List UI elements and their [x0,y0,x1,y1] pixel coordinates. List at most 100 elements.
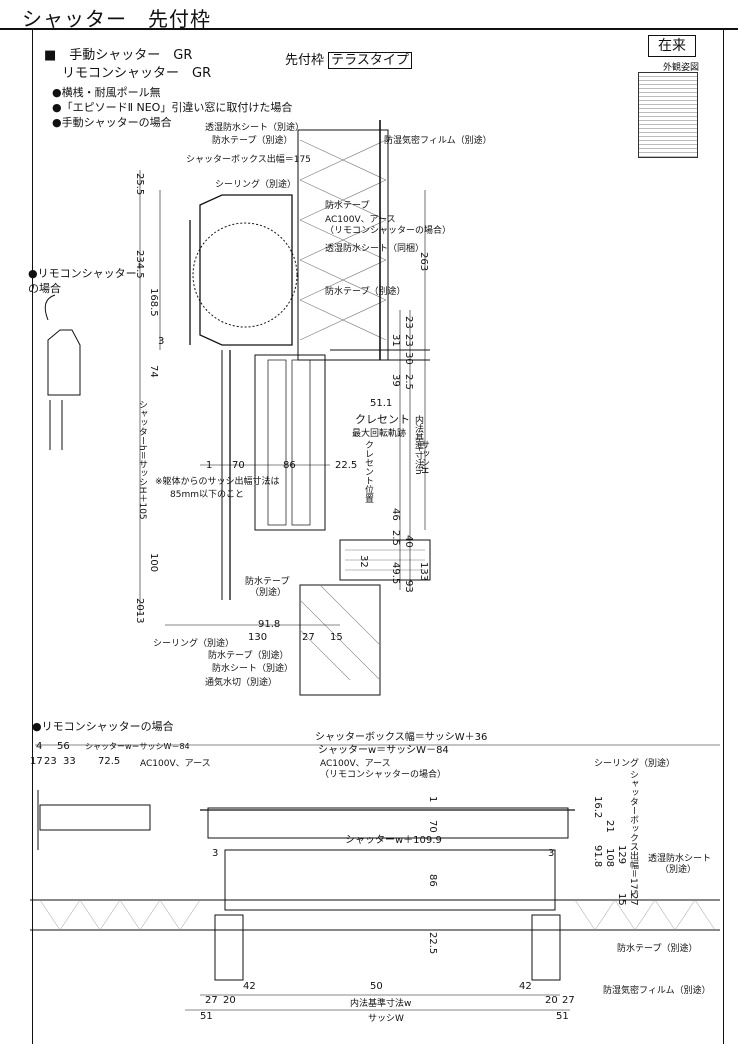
dim-v13: 39 [390,374,401,387]
dim-v1: 25.5 [134,173,145,196]
remote-case-left-label: ●リモコンシャッター の場合 [28,267,137,295]
callout-15: クレセント位置 [363,440,373,503]
plan-r162: 16.2 [592,796,603,819]
callout-6: 防水テープ [325,201,370,211]
dim-h8: 15 [330,632,343,643]
frame-type: 先付枠 テラスタイプ [285,49,412,69]
plan-n23-l: 23 [44,756,57,767]
plan-v70: 70 [427,820,438,833]
plan-n33-l: 33 [63,756,76,767]
dim-v22: 93 [403,580,414,593]
plan-b27b: 27 [562,995,575,1006]
plan-b27: 27 [205,995,218,1006]
plan-sash: サッシW [368,1014,404,1024]
page-title: シャッター 先付枠 [22,7,211,31]
plan-b51b: 51 [556,1011,569,1022]
title-rule [0,28,738,30]
plan-seal: シーリング（別途） [594,759,676,769]
callout-12: 最大回転軌跡 [352,429,407,439]
plan-film: 防湿気密フィルム（別途） [603,986,711,996]
plan-ac2: AC100V、アース [320,759,391,769]
plan-box175: シャッターボックス出幅＝175 [628,770,638,896]
plan-sheet2: （別途） [660,865,697,875]
dim-h2: 70 [232,460,245,471]
plan-r918: 91.8 [592,845,603,868]
dim-h1: 1 [206,460,213,471]
dim-v12: 30 [403,352,414,365]
callout-14: サッシH [419,440,429,474]
spec-line1: ■ 手動シャッター GR [44,48,193,63]
dim-v19: 32 [358,555,369,568]
dim-v20: 49.5 [390,562,401,585]
plan-r108: 108 [604,848,615,868]
callout-7: AC100V、アース [325,215,396,225]
dim-v16: 46 [390,508,401,521]
plan-v1: 1 [427,796,438,803]
dim-v15: 51.1 [370,398,393,409]
dim-v2: 234.5 [134,250,145,279]
dim-h6: 130 [248,632,268,643]
plan-r15: 15 [616,893,627,906]
plan-ac: AC100V、アース [140,759,211,769]
dim-v7: 2013 [134,598,145,624]
plan-b20b: 20 [545,995,558,1006]
dim-v21: 133 [418,562,429,582]
callout-10: 防水テープ（別途） [325,287,406,297]
dim-v11: 23 [403,316,414,329]
dim-v5: 74 [148,365,159,378]
plan-b42b: 42 [519,981,532,992]
plan-v3: 3 [212,848,219,859]
plan-r21: 21 [604,820,615,833]
plan-b50: 50 [370,981,383,992]
frame-type-value: テラスタイプ [328,52,412,69]
plan-b20: 20 [223,995,236,1006]
dim-h5: 91.8 [258,619,281,630]
plan-n725: 72.5 [98,756,121,767]
plan-b51: 51 [200,1011,213,1022]
plan-v3b: 3 [548,848,555,859]
dim-v18: 40 [403,535,414,548]
dim-v6: 100 [148,553,159,573]
callout-9: 透湿防水シート（同梱） [325,244,425,254]
callout-11: クレセント [355,413,410,426]
callout-16: ※躯体からのサッシ出幅寸法は [155,477,280,487]
callout-8: （リモコンシャッターの場合） [325,226,452,236]
plan-tape: 防水テープ（別途） [617,944,698,954]
dim-v14: 2.5 [403,374,414,390]
callout-21: シーリング（別途） [153,639,235,649]
callout-1: 透湿防水シート（別途） [205,123,305,133]
badge-zairai: 在来 [648,35,696,57]
plan-n4-l: 4 [36,741,43,752]
dim-v17: 2.5 [390,530,401,546]
plan-r129: 129 [616,845,627,865]
callout-23: 防水シート（別途） [212,664,294,674]
remote-case-bottom-label: ●リモコンシャッターの場合 [32,720,174,733]
callout-4: シャッターボックス出幅＝175 [186,155,311,165]
plan-top2: シャッターw＝サッシW－84 [85,742,190,751]
plan-sheet: 透湿防水シート [648,854,712,864]
plan-inner: 内法基準寸法w [350,999,412,1009]
dim-v3: 168.5 [148,288,159,317]
dim-h3: 86 [283,460,296,471]
dim-h7: 27 [302,632,315,643]
frame-border-left [32,28,33,1044]
callout-22: 防水テープ（別途） [208,651,289,661]
spec-bullet-2: ●「エピソードⅡ NEO」引違い窓に取付けた場合 [52,101,293,114]
spec-bullet-3: ●手動シャッターの場合 [52,116,172,129]
frame-type-label: 先付枠 [285,53,325,68]
dim-v10: 31 [390,334,401,347]
plan-b42: 42 [243,981,256,992]
plan-sw109: シャッターw＋109.9 [345,835,442,846]
callout-2: 防水テープ（別途） [212,136,293,146]
callout-20: （別途） [250,588,287,598]
dim-v4: 3 [158,336,165,347]
frame-border-right [723,28,724,1044]
dim-v9: 23 [403,334,414,347]
plan-r27: 27 [628,893,639,906]
plan-v225: 22.5 [427,932,438,955]
dim-v8: 263 [418,252,429,272]
plan-top3: シャッターw＝サッシW－84 [318,745,449,756]
spec-line2: リモコンシャッター GR [62,66,212,81]
dim-h4: 22.5 [335,460,358,471]
